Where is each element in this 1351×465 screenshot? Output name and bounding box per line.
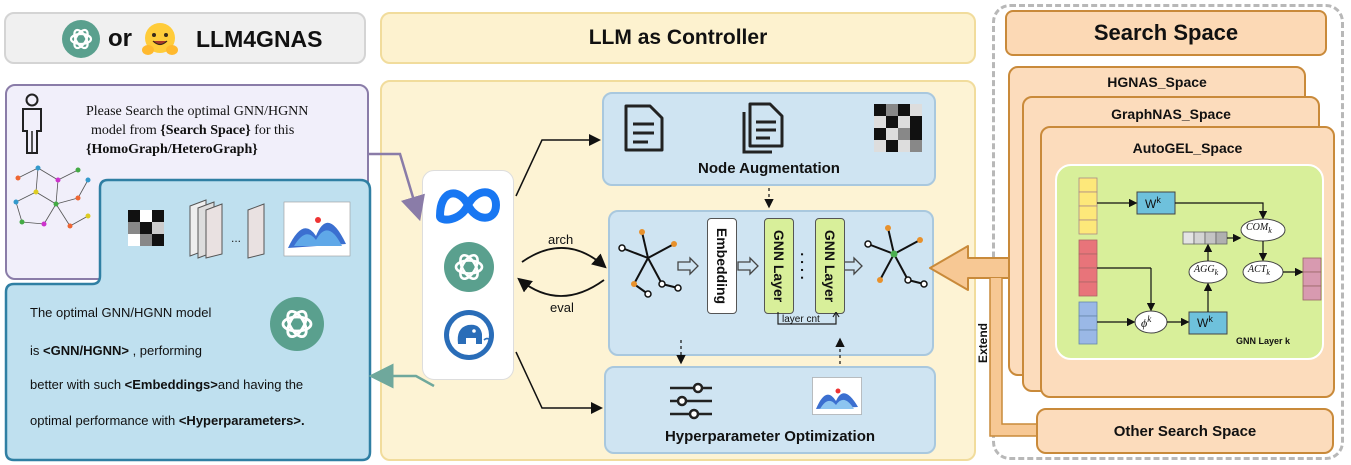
gnn-layer-block-1: GNN Layer bbox=[764, 218, 794, 314]
other-search-space-card: Other Search Space bbox=[1036, 408, 1334, 454]
act-sub: k bbox=[1266, 268, 1270, 277]
search-space-title: Search Space bbox=[1093, 20, 1239, 45]
hpo-box bbox=[604, 366, 936, 454]
arch-label: arch bbox=[548, 232, 574, 247]
w-label-bottom: Wk bbox=[1197, 314, 1213, 330]
agg-text: AGG bbox=[1194, 264, 1215, 275]
result-line-3: better with such <Embeddings>and having … bbox=[30, 377, 303, 392]
elephant-llm-icon bbox=[444, 310, 494, 360]
controller-header: LLM as Controller bbox=[380, 12, 976, 64]
hgnas-space-label: HGNAS_Space bbox=[1107, 74, 1207, 90]
documents-icon bbox=[742, 102, 784, 154]
layer-count-bracket bbox=[777, 312, 840, 325]
agg-sub: k bbox=[1214, 268, 1219, 277]
result-hyperparameters: <Hyperparameters>. bbox=[178, 413, 305, 428]
feature-maps-icon bbox=[189, 199, 265, 259]
brand-header: or LLM4GNAS bbox=[4, 12, 366, 64]
extend-label: Extend bbox=[976, 322, 990, 364]
image-strip: ... bbox=[128, 196, 358, 260]
node-augmentation-title: Node Augmentation bbox=[698, 160, 840, 177]
hpo-title: Hyperparameter Optimization bbox=[664, 428, 876, 445]
controller-title: LLM as Controller bbox=[588, 26, 768, 49]
gnn-layer-k-label: GNN Layer k bbox=[1236, 336, 1291, 346]
result-line-3c: and having the bbox=[217, 377, 304, 392]
gnn-layer-k-diagram bbox=[1078, 177, 1322, 345]
result-line-2: is <GNN/HGNN> , performing bbox=[30, 343, 202, 358]
gnn-layer-block-2: GNN Layer bbox=[815, 218, 845, 314]
result-embeddings: <Embeddings> bbox=[124, 377, 218, 392]
result-line-4a: optimal performance with bbox=[30, 413, 179, 428]
act-text: ACT bbox=[1248, 264, 1267, 275]
layer-count-label: layer cnt bbox=[782, 314, 820, 325]
llm-openai-icon bbox=[444, 242, 494, 292]
result-line-2a: is bbox=[30, 343, 43, 358]
w-sup-bottom: k bbox=[1208, 314, 1213, 324]
result-line-2c: , performing bbox=[128, 343, 202, 358]
sliders-icon bbox=[670, 382, 712, 420]
agg-label: AGGk bbox=[1194, 264, 1218, 277]
result-box bbox=[4, 178, 372, 462]
com-label: COMk bbox=[1246, 222, 1272, 235]
com-text: COM bbox=[1246, 222, 1269, 233]
input-subgraph-icon bbox=[618, 229, 682, 298]
prompt-graph-type: {HomoGraph/HeteroGraph} bbox=[86, 142, 258, 157]
output-subgraph-icon bbox=[864, 225, 928, 288]
prompt-line-2: model from {Search Space} for this bbox=[80, 121, 360, 140]
meta-icon bbox=[436, 188, 500, 224]
embedding-matrix-icon: ... bbox=[128, 199, 351, 259]
phi-text: ϕ bbox=[1141, 316, 1148, 330]
prompt-text: Please Search the optimal GNN/HGNN model… bbox=[80, 102, 360, 159]
prompt-line-2c: for this bbox=[250, 123, 295, 138]
result-openai-icon bbox=[270, 297, 324, 351]
embedding-block: Embedding bbox=[707, 218, 737, 314]
prompt-line-1: Please Search the optimal GNN/HGNN bbox=[86, 104, 309, 119]
search-space-header: Search Space bbox=[1005, 10, 1327, 56]
document-icon bbox=[624, 104, 664, 152]
w-sup-top: k bbox=[1156, 195, 1161, 205]
result-line-1: The optimal GNN/HGNN model bbox=[30, 305, 212, 320]
result-line-4: optimal performance with <Hyperparameter… bbox=[30, 413, 305, 428]
autogel-space-label: AutoGEL_Space bbox=[1132, 140, 1243, 156]
result-line-3a: better with such bbox=[30, 377, 125, 392]
eval-label: eval bbox=[550, 300, 574, 315]
result-model: <GNN/HGNN> bbox=[43, 343, 129, 358]
prompt-line-2a: model from bbox=[91, 123, 161, 138]
prompt-search-space: {Search Space} bbox=[160, 123, 251, 138]
w-text-top: W bbox=[1145, 197, 1157, 211]
user-icon bbox=[20, 93, 44, 155]
hugging-face-icon bbox=[141, 20, 179, 58]
or-text: or bbox=[108, 25, 132, 52]
openai-icon bbox=[62, 20, 100, 58]
augmented-matrix-icon bbox=[874, 104, 922, 152]
surface-plot-icon bbox=[283, 201, 351, 257]
phi-label: ϕk bbox=[1141, 314, 1151, 331]
w-label-top: Wk bbox=[1145, 195, 1161, 211]
extend-label-wrap: Extend bbox=[976, 318, 990, 368]
input-graph-illustration bbox=[13, 165, 91, 229]
w-text-bottom: W bbox=[1197, 316, 1209, 330]
search-space-container bbox=[992, 4, 1344, 460]
phi-sup: k bbox=[1147, 314, 1152, 324]
strip-ellipsis: ... bbox=[231, 231, 241, 245]
act-label: ACTk bbox=[1248, 264, 1270, 277]
hpo-surface-icon bbox=[812, 377, 862, 415]
graphnas-space-label: GraphNAS_Space bbox=[1111, 106, 1231, 122]
com-sub: k bbox=[1268, 226, 1272, 235]
other-search-space-label: Other Search Space bbox=[1113, 422, 1257, 440]
brand-title: LLM4GNAS bbox=[196, 26, 323, 52]
